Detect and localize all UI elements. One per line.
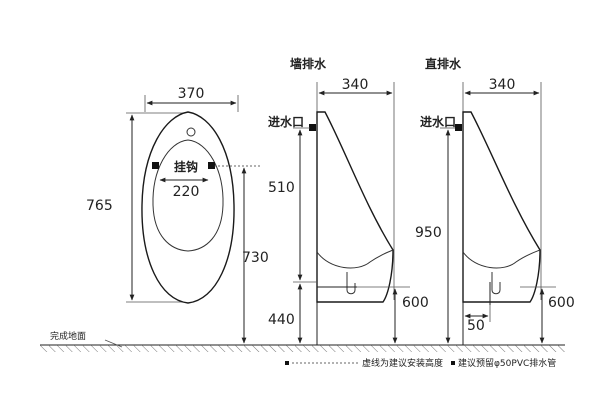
wall-inlet-to-bottom-label: 510	[268, 180, 295, 196]
urinal-front-outline	[141, 111, 235, 304]
urinal-side-outline-2	[462, 111, 541, 303]
floor-drain-offset-label: 50	[467, 318, 485, 334]
front-height-label: 765	[86, 198, 113, 214]
wall-drain-title: 墙排水	[290, 56, 327, 71]
floor-label: 完成地面	[50, 330, 86, 342]
wall-drain-height-label: 600	[402, 295, 429, 311]
urinal-side-basin	[316, 249, 394, 269]
wall-drain-view: 墙排水 340 进水口 510 440 600	[268, 56, 429, 345]
floor-drain-height-label: 600	[548, 295, 575, 311]
floor-inlet-to-bottom-label: 950	[415, 225, 442, 241]
legend: 虚线为建议安装高度 建议预留φ50PVC排水管	[285, 357, 556, 369]
install-height-label: 730	[242, 250, 269, 266]
floor-inlet-label: 进水口	[420, 114, 456, 129]
wall-inlet-label: 进水口	[268, 114, 304, 129]
floor-drain-view: 直排水 340 进水口 950 50 600	[415, 56, 575, 345]
urinal-front-basin	[152, 139, 224, 252]
right-hook-icon	[208, 162, 215, 169]
wall-depth-label: 340	[342, 77, 369, 93]
hook-spacing-label: 220	[173, 184, 200, 200]
floor-leader-line	[104, 339, 123, 348]
front-width-label: 370	[178, 86, 205, 102]
legend-pipe-note: 建议预留φ50PVC排水管	[458, 357, 556, 369]
hook-label: 挂钩	[174, 159, 198, 174]
urinal-side-outline	[316, 111, 394, 303]
floor-trap-pipe	[491, 272, 501, 295]
floor-label-group: 完成地面	[50, 330, 123, 348]
wall-inlet-icon	[309, 124, 316, 131]
floor-inlet-icon	[455, 124, 462, 131]
front-view: 370 765 挂钩 220 730	[86, 86, 269, 344]
floor-depth-label: 340	[489, 77, 516, 93]
wall-trap-pipe	[346, 272, 356, 295]
floor-line	[40, 344, 565, 352]
floor-drain-title: 直排水	[425, 56, 462, 71]
urinal-side-basin-2	[462, 249, 541, 269]
legend-marker-left-icon	[285, 361, 289, 365]
legend-dashed-note: 虚线为建议安装高度	[362, 357, 443, 369]
inlet-hole-icon	[186, 127, 196, 137]
left-hook-icon	[152, 162, 159, 169]
legend-marker-right-icon	[451, 361, 455, 365]
wall-bottom-height-label: 440	[268, 312, 295, 328]
